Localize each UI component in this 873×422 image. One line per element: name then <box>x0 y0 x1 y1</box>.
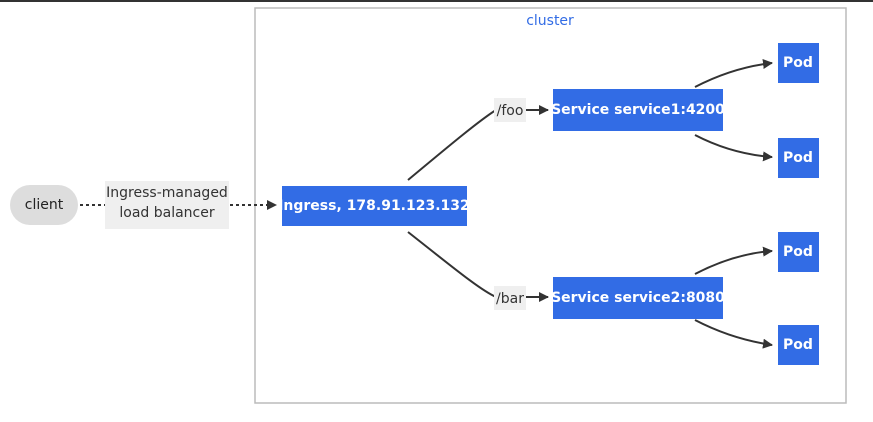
pod-label-3: Pod <box>783 244 813 260</box>
pod-label-4: Pod <box>783 337 813 353</box>
service2-node[interactable]: Service service2:8080 <box>551 277 725 319</box>
route-label-foo-bg <box>494 98 526 122</box>
route-path-bar: /bar <box>496 291 524 307</box>
client-label: client <box>25 197 64 213</box>
pod-shape-4 <box>778 325 819 365</box>
pod-label-2: Pod <box>783 150 813 166</box>
route-label-bar-bg <box>494 286 526 310</box>
client-shape <box>10 185 78 225</box>
service1-shape <box>553 89 723 131</box>
pod-node-3[interactable]: Pod <box>778 232 819 272</box>
route-label-bar: /bar <box>494 286 526 310</box>
edge-ingress-foo <box>407 109 497 181</box>
pod-shape-3 <box>778 232 819 272</box>
client-node[interactable]: client <box>10 185 78 225</box>
pod-node-4[interactable]: Pod <box>778 325 819 365</box>
edge-service2-pod4 <box>694 319 773 349</box>
pod-node-2[interactable]: Pod <box>778 138 819 178</box>
service2-shape <box>553 277 723 319</box>
edge-ingress-bar <box>407 231 497 298</box>
edge-service1-pod2 <box>694 134 773 162</box>
pod-node-1[interactable]: Pod <box>778 43 819 83</box>
pod-label-1: Pod <box>783 55 813 71</box>
service2-label: Service service2:8080 <box>551 290 725 306</box>
ingress-label: Ingress, 178.91.123.132 <box>278 198 470 214</box>
load-balancer-label: Ingress-managed load balancer <box>105 181 229 229</box>
ingress-node[interactable]: Ingress, 178.91.123.132 <box>278 186 470 226</box>
edge-service2-pod3 <box>694 246 773 275</box>
service1-node[interactable]: Service service1:4200 <box>551 89 725 131</box>
ingress-shape <box>282 186 467 226</box>
route-path-foo: /foo <box>497 103 524 119</box>
load-balancer-line2: load balancer <box>119 205 214 221</box>
cluster-label: cluster <box>526 13 574 29</box>
edge-service1-pod1 <box>694 59 773 88</box>
route-label-foo: /foo <box>494 98 526 122</box>
load-balancer-line1: Ingress-managed <box>106 185 228 201</box>
service1-label: Service service1:4200 <box>551 102 725 118</box>
pod-shape-2 <box>778 138 819 178</box>
pod-shape-1 <box>778 43 819 83</box>
load-balancer-label-bg <box>105 181 229 229</box>
top-rule <box>0 0 873 2</box>
